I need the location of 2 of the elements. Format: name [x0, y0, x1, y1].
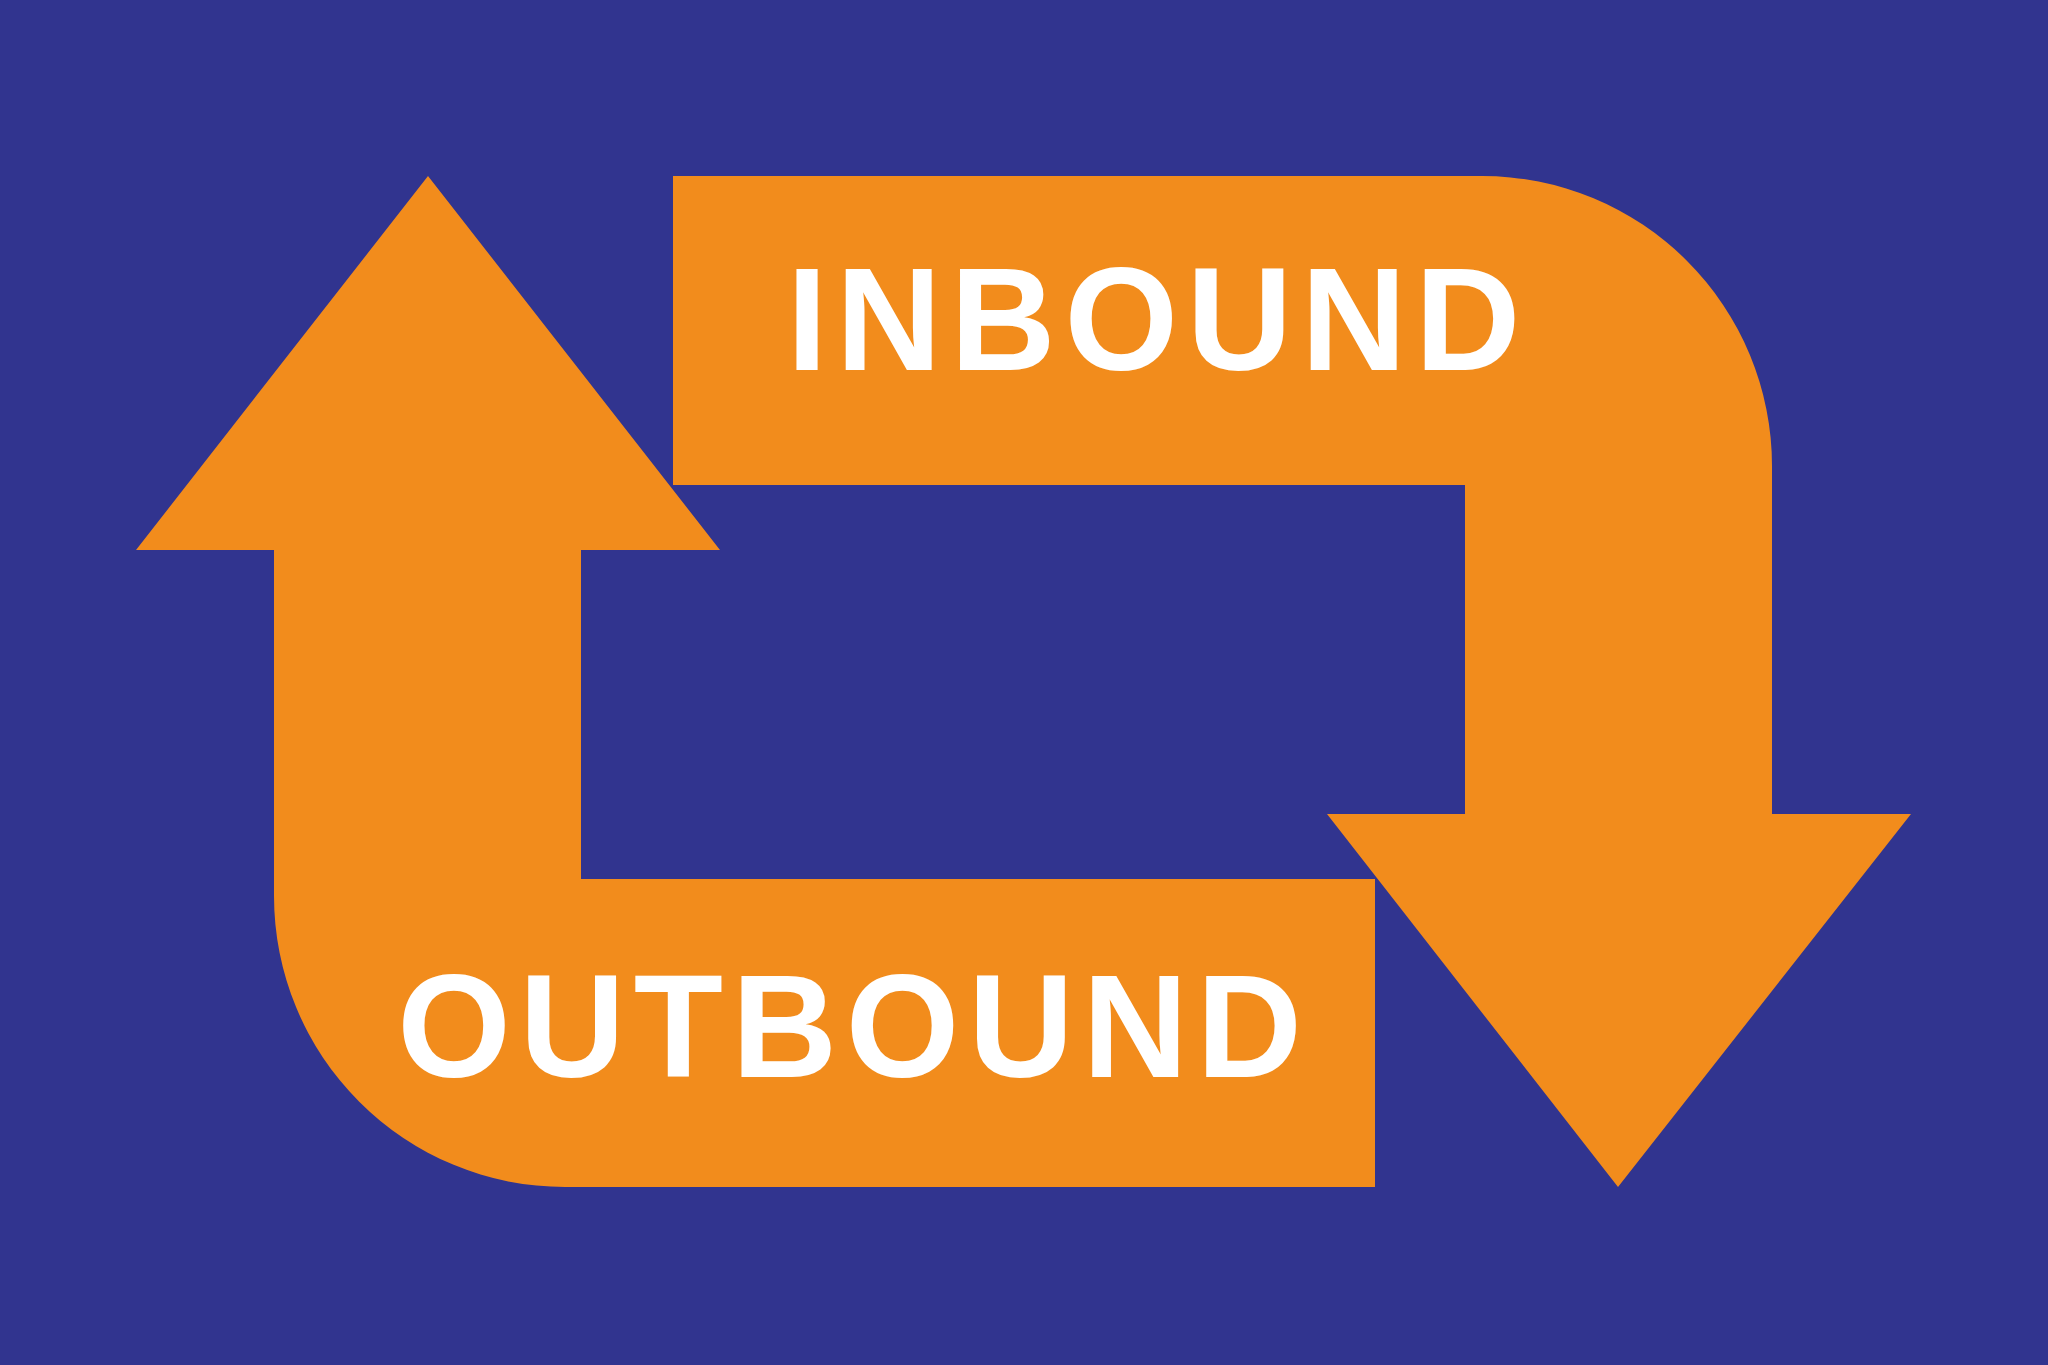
arrow-label: OUTBOUND — [397, 954, 1311, 1100]
arrow-label: INBOUND — [786, 247, 1530, 393]
